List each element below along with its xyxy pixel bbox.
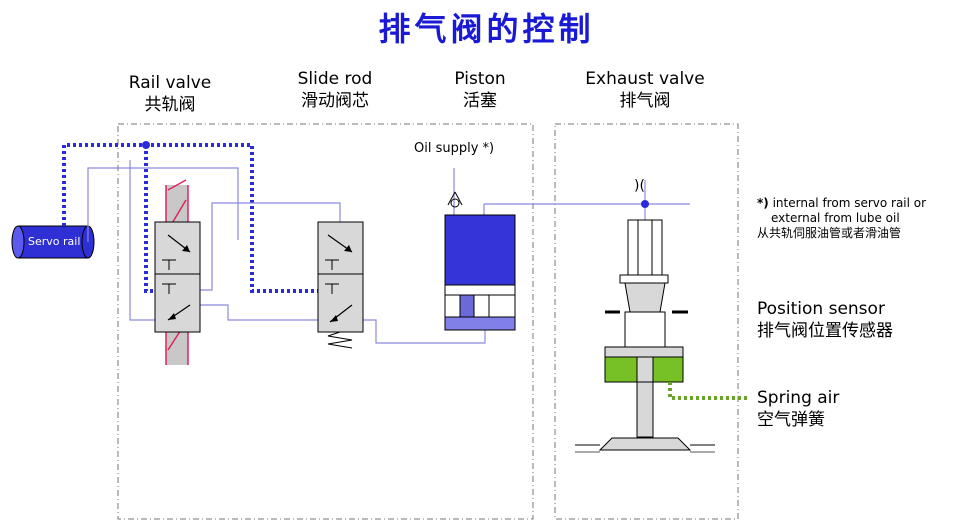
- servo-rail-label: Servo rail: [28, 235, 81, 248]
- servo-junction-dot: [142, 141, 150, 149]
- spring-air-line: [668, 382, 748, 400]
- rail-valve-label-zh: 共轨阀: [144, 95, 196, 115]
- pilot-lines: [87, 160, 690, 344]
- piston-label-zh: 活塞: [463, 91, 497, 111]
- slide-rod-label-zh: 滑动阀芯: [301, 91, 369, 111]
- oil-supply-check-valve: [447, 191, 463, 208]
- position-sensor-label-en: Position sensor: [757, 299, 885, 319]
- spring-air-label-en: Spring air: [757, 388, 840, 408]
- exhaust-section-boundary: [554, 123, 739, 520]
- note-line2: external from lube oil: [771, 211, 900, 225]
- note-marker: *): [757, 196, 769, 210]
- piston-symbol: [444, 214, 516, 331]
- svg-text:)(: )(: [634, 178, 645, 194]
- position-sensor-label-zh: 排气阀位置传感器: [757, 321, 893, 341]
- slide-rod-label-en: Slide rod: [297, 69, 373, 89]
- oil-supply-label: Oil supply *): [414, 141, 495, 156]
- note-line1: internal from servo rail or: [772, 196, 927, 210]
- spring-air-label-zh: 空气弹簧: [757, 410, 825, 430]
- exhaust-valve-symbol: )(: [575, 178, 715, 453]
- piston-label-en: Piston: [454, 69, 506, 89]
- slide-rod-symbol: [317, 221, 364, 349]
- rail-valve-symbol: [154, 179, 201, 365]
- servo-oil-line: [62, 143, 318, 293]
- rail-section-boundary: [117, 123, 534, 520]
- page-title: 排气阀的控制: [378, 10, 595, 48]
- exhaust-valve-label-en: Exhaust valve: [585, 69, 705, 89]
- note-zh: 从共轨伺服油管或者滑油管: [757, 226, 902, 240]
- exhaust-valve-label-zh: 排气阀: [619, 91, 671, 111]
- rail-valve-label-en: Rail valve: [128, 73, 212, 93]
- exhaust-junction-dot: [641, 200, 649, 208]
